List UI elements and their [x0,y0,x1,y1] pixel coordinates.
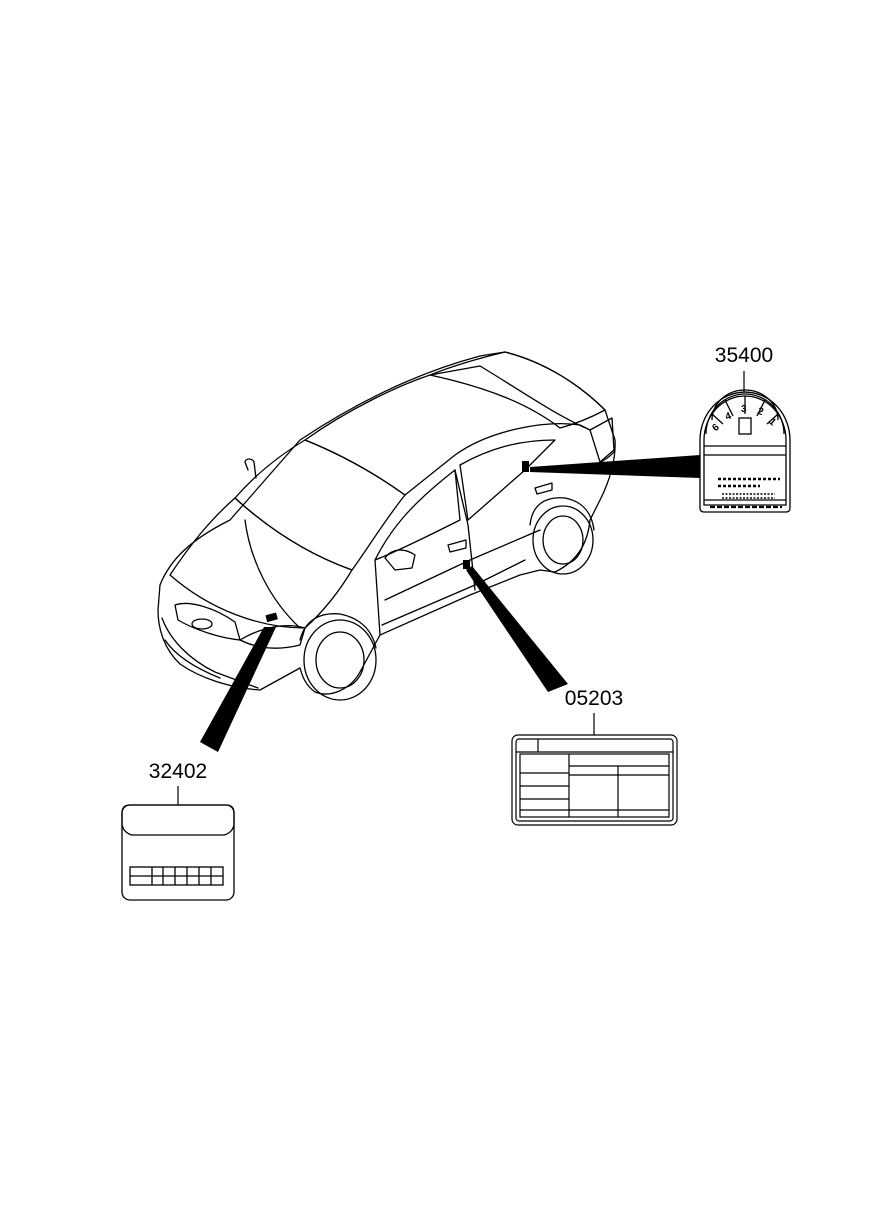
marker-05203-location [463,560,470,569]
leader-wedges [200,455,700,752]
gear-number: 4 [724,411,733,423]
car-front-wheel [303,619,377,701]
gear-number: 2 [756,406,765,418]
car-antenna [244,458,257,479]
label-location-markers [265,461,529,623]
part-05203-group: 05203 [511,687,678,826]
car-front-door-handle [447,539,467,553]
car-rear-wheel [532,505,594,575]
car-rear-side-window [459,439,556,521]
gear-number: 3 [741,404,747,415]
gear-number: 1 [766,416,778,428]
car-body-outline [157,351,616,695]
leader-05203 [466,566,568,692]
car-side-mirror [384,549,416,571]
car-tail-light [589,417,615,463]
gear-position-numbers: 6 4 3 2 1 [710,404,778,434]
part-35400-group: 35400 6 [699,344,791,513]
marker-32402-location [265,612,278,623]
gear-shift-label [699,389,791,513]
car-grille [174,602,241,641]
gear-number: 6 [710,422,722,434]
car-rear-window [429,351,606,429]
part-32402-group: 32402 [121,760,235,901]
leader-35400 [530,455,700,478]
car-rear-door-handle [534,482,553,495]
car-illustration [157,351,616,701]
callout-32402: 32402 [149,760,207,783]
tire-info-label [511,734,678,826]
car-hood [169,497,353,629]
leader-32402 [200,627,276,752]
emission-label [121,804,235,901]
callout-35400: 35400 [715,344,773,367]
callout-05203: 05203 [565,687,623,710]
marker-35400-location [522,461,529,472]
